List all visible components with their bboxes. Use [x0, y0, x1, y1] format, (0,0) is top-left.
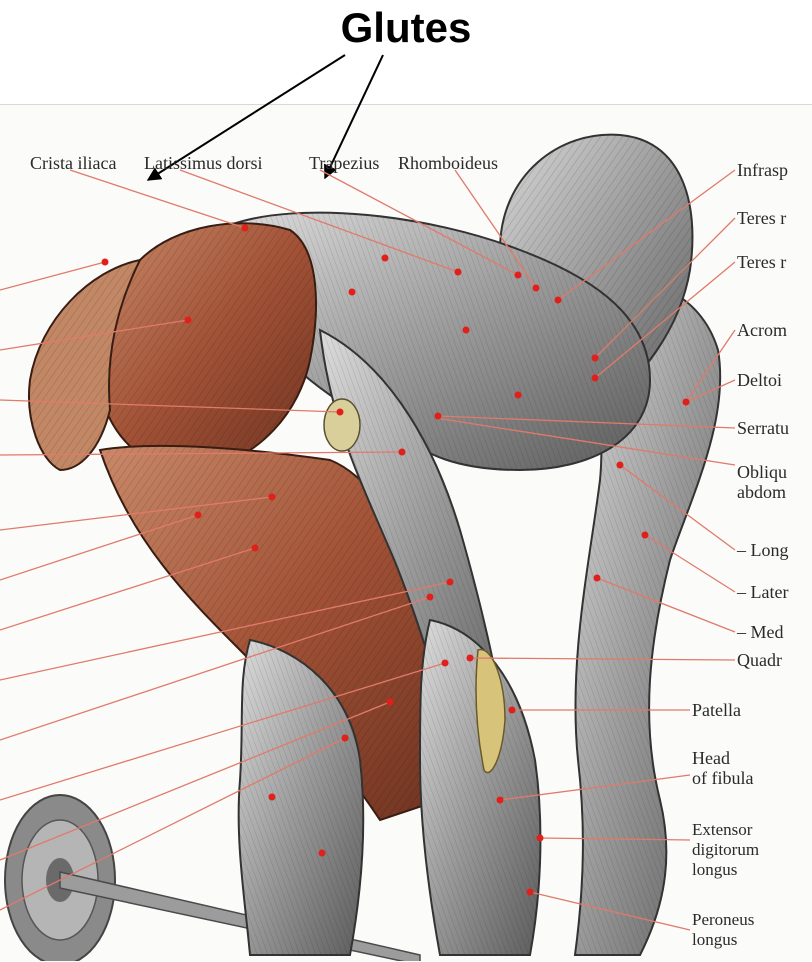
label-extensor-2: digitorum — [692, 840, 759, 860]
label-deltoid: Deltoi — [737, 370, 782, 390]
label-teres-1: Teres r — [737, 208, 786, 228]
label-med: – Med — [737, 622, 784, 642]
greater-trochanter — [324, 399, 360, 451]
label-long: – Long — [737, 540, 789, 560]
label-rhomboideus: Rhomboideus — [398, 153, 498, 173]
label-obliquus-1: Obliqu — [737, 462, 787, 482]
label-latissimus-dorsi: Latissimus dorsi — [144, 153, 263, 173]
label-infraspinatus: Infrasp — [737, 160, 788, 180]
label-later: – Later — [737, 582, 788, 602]
label-extensor-1: Extensor — [692, 820, 752, 840]
glutes-muscle — [29, 223, 316, 470]
label-serratus: Serratu — [737, 418, 789, 438]
label-quadr: Quadr — [737, 650, 782, 670]
label-head-fibula-2: of fibula — [692, 768, 753, 788]
label-extensor-3: longus — [692, 860, 737, 880]
label-crista-iliaca: Crista iliaca — [30, 153, 116, 173]
label-peroneus-1: Peroneus — [692, 910, 754, 930]
barbell-bar — [60, 872, 420, 961]
label-head-fibula-1: Head — [692, 748, 730, 768]
label-trapezius: Trapezius — [309, 153, 379, 173]
label-peroneus-2: longus — [692, 930, 737, 950]
label-acromion: Acrom — [737, 320, 787, 340]
label-teres-2: Teres r — [737, 252, 786, 272]
label-obliquus-2: abdom — [737, 482, 786, 502]
label-patella: Patella — [692, 700, 741, 720]
